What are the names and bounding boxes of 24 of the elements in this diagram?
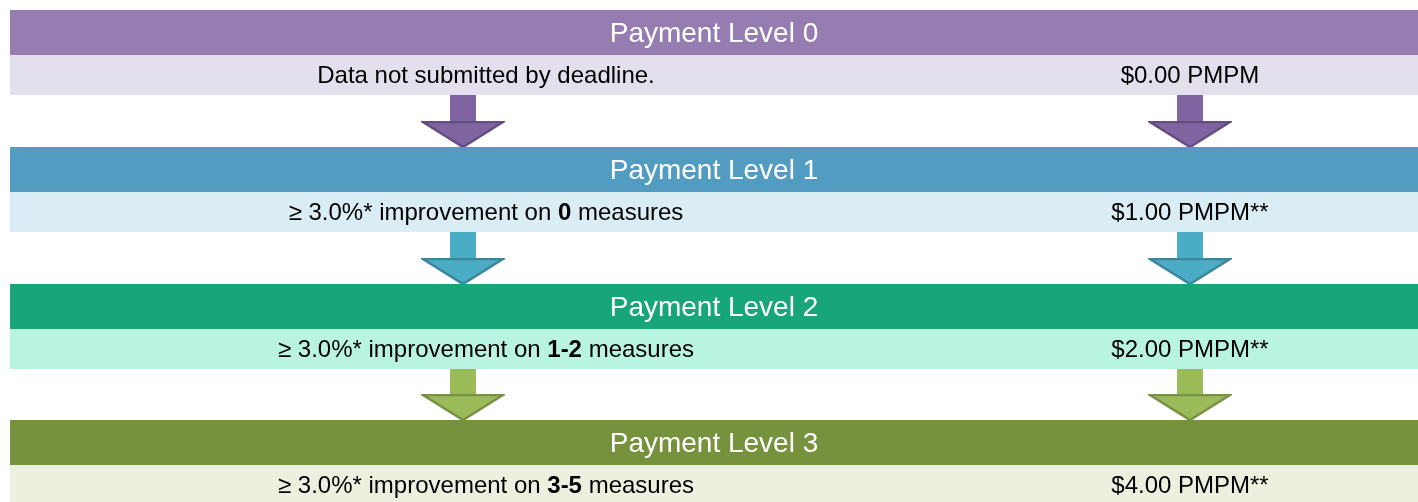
payment-amount: $1.00 PMPM**: [1111, 198, 1269, 226]
criteria-text: ≥ 3.0%* improvement on 0 measures: [288, 198, 684, 226]
criteria-band: [10, 192, 962, 232]
payment-band: [962, 192, 1418, 232]
level-title: Payment Level 2: [609, 290, 819, 323]
payment-band: [962, 329, 1418, 369]
payment-amount: $4.00 PMPM**: [1111, 471, 1269, 499]
payment-amount: $2.00 PMPM**: [1111, 335, 1269, 363]
payment-band: [962, 55, 1418, 95]
level-header-bar: [10, 420, 1418, 465]
level-title: Payment Level 1: [609, 153, 819, 186]
criteria-band: [10, 329, 962, 369]
level-title: Payment Level 0: [609, 16, 819, 49]
criteria-text: Data not submitted by deadline.: [317, 61, 655, 89]
level-title: Payment Level 3: [609, 426, 819, 459]
level-header-bar: [10, 10, 1418, 55]
payment-band: [962, 465, 1418, 502]
criteria-text: ≥ 3.0%* improvement on 3-5 measures: [278, 471, 694, 499]
payment-amount: $0.00 PMPM: [1120, 61, 1260, 89]
criteria-text: ≥ 3.0%* improvement on 1-2 measures: [278, 335, 694, 363]
criteria-band: [10, 465, 962, 502]
level-header-bar: [10, 147, 1418, 192]
level-header-bar: [10, 284, 1418, 329]
criteria-band: [10, 55, 962, 95]
